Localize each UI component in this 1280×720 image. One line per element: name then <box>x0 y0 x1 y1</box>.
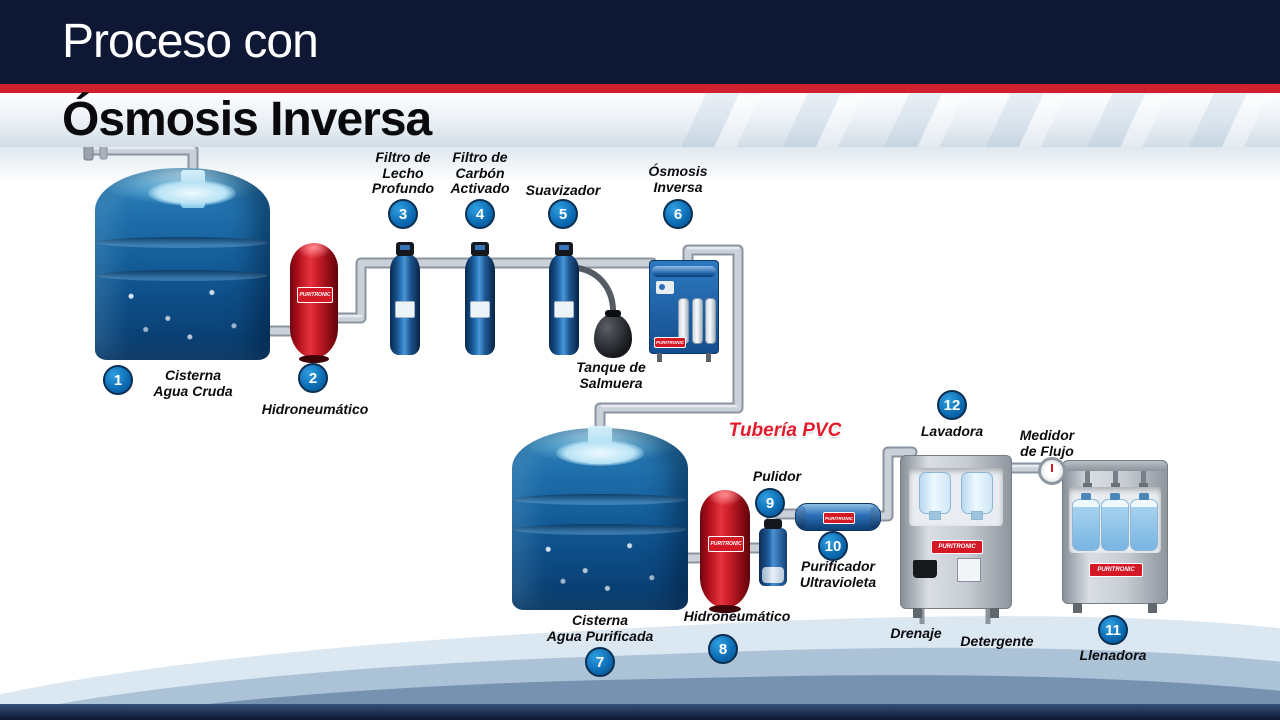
polisher-cap <box>764 519 782 529</box>
machine-leg <box>1073 603 1082 613</box>
water-splash-1 <box>148 180 236 206</box>
tank-rib <box>96 237 269 249</box>
ro-control-panel <box>656 281 674 294</box>
page-title-line1: Proceso con <box>62 15 319 68</box>
label-drenaje: Drenaje <box>890 625 942 641</box>
header-red-stripe <box>0 84 1280 93</box>
tank-bubbles <box>109 273 256 349</box>
badge-12: 12 <box>937 390 967 420</box>
filter-valve-head <box>555 242 573 256</box>
filter-label-sticker <box>470 301 490 318</box>
filter-label-sticker <box>554 301 574 318</box>
filter-label-sticker <box>395 301 415 318</box>
water-jug <box>1101 499 1129 551</box>
label-lavadora: Lavadora <box>920 423 984 439</box>
bottom-navy-bar <box>0 704 1280 720</box>
tank-rib <box>513 493 687 505</box>
hydropneumatic-tank-1: PURITRONIC <box>290 243 338 363</box>
ro-leg <box>657 353 662 362</box>
detergent-box <box>957 558 981 582</box>
flow-meter <box>1038 457 1066 485</box>
uv-purifier-unit: PURITRONIC <box>795 503 881 531</box>
badge-10: 10 <box>818 531 848 561</box>
label-hidroneumatico-1: Hidroneumático <box>261 401 369 417</box>
filler-machine: PURITRONIC <box>1062 460 1168 613</box>
polisher-unit <box>759 519 787 586</box>
softener-filter <box>549 242 579 355</box>
activated-carbon-filter <box>465 242 495 355</box>
ro-membrane-vessel <box>652 266 716 277</box>
deep-bed-filter <box>390 242 420 355</box>
label-filtro-lecho-profundo: Filtro de Lecho Profundo <box>371 149 435 197</box>
ro-membrane-tube <box>692 298 703 344</box>
ro-unit: PURITRONIC <box>649 260 719 362</box>
filter-valve-head <box>396 242 414 256</box>
label-pulidor: Pulidor <box>752 468 802 484</box>
filler-nozzle <box>1139 471 1148 487</box>
raw-water-tank <box>95 168 270 360</box>
washer-machine: PURITRONIC <box>900 455 1012 618</box>
water-splash-2 <box>556 440 644 466</box>
badge-1: 1 <box>103 365 133 395</box>
filler-top-bar <box>1063 461 1167 471</box>
page-title-line2: Ósmosis Inversa <box>62 93 432 146</box>
brine-hose <box>577 265 617 315</box>
label-filtro-carbon-activado: Filtro de Carbón Activado <box>450 149 510 197</box>
badge-5: 5 <box>548 199 578 229</box>
badge-8: 8 <box>708 634 738 664</box>
label-osmosis-inversa: Ósmosis Inversa <box>648 163 708 195</box>
bottom-wave-decoration <box>0 608 1280 720</box>
label-tanque-salmuera: Tanque de Salmuera <box>576 359 646 391</box>
water-jug <box>961 472 993 514</box>
label-tuberia-pvc: Tubería PVC <box>728 420 842 441</box>
tank-bubbles <box>526 528 674 600</box>
label-llenadora: Llenadora <box>1079 647 1147 663</box>
water-jug <box>919 472 951 514</box>
badge-7: 7 <box>585 647 615 677</box>
badge-4: 4 <box>465 199 495 229</box>
badge-11: 11 <box>1098 615 1128 645</box>
drain-outlet <box>913 560 937 578</box>
label-detergente: Detergente <box>960 633 1034 649</box>
purified-water-tank <box>512 428 688 610</box>
machine-leg <box>913 608 922 618</box>
water-jug <box>1130 499 1158 551</box>
water-jug <box>1072 499 1100 551</box>
header-silver-band <box>0 93 1280 147</box>
label-cisterna-agua-purificada: Cisterna Agua Purificada <box>546 612 654 644</box>
washer-opening <box>909 468 1003 526</box>
ro-leg <box>706 353 711 362</box>
badge-3: 3 <box>388 199 418 229</box>
badge-6: 6 <box>663 199 693 229</box>
header-navy-band <box>0 0 1280 84</box>
label-cisterna-agua-cruda: Cisterna Agua Cruda <box>153 367 233 399</box>
filler-opening <box>1069 487 1161 553</box>
machine-leg <box>1148 603 1157 613</box>
label-suavizador: Suavizador <box>525 182 601 198</box>
brand-sticker: PURITRONIC <box>654 337 686 348</box>
brand-sticker: PURITRONIC <box>1089 563 1143 577</box>
hydropneumatic-tank-2: PURITRONIC <box>700 490 750 613</box>
badge-9: 9 <box>755 488 785 518</box>
ro-membrane-tube <box>705 298 716 344</box>
silver-band-streaks <box>660 93 1280 147</box>
brand-sticker: PURITRONIC <box>708 536 744 552</box>
filler-nozzle <box>1111 471 1120 487</box>
brine-tank <box>594 314 632 358</box>
badge-2: 2 <box>298 363 328 393</box>
brand-sticker: PURITRONIC <box>297 287 333 303</box>
filler-nozzle <box>1083 471 1092 487</box>
filter-valve-head <box>471 242 489 256</box>
label-hidroneumatico-2: Hidroneumático <box>683 608 791 624</box>
brand-sticker: PURITRONIC <box>823 512 855 524</box>
brand-sticker: PURITRONIC <box>931 540 983 554</box>
label-purificador-ultravioleta: Purificador Ultravioleta <box>799 558 877 590</box>
machine-leg <box>990 608 999 618</box>
label-medidor-flujo: Medidor de Flujo <box>1019 427 1075 459</box>
